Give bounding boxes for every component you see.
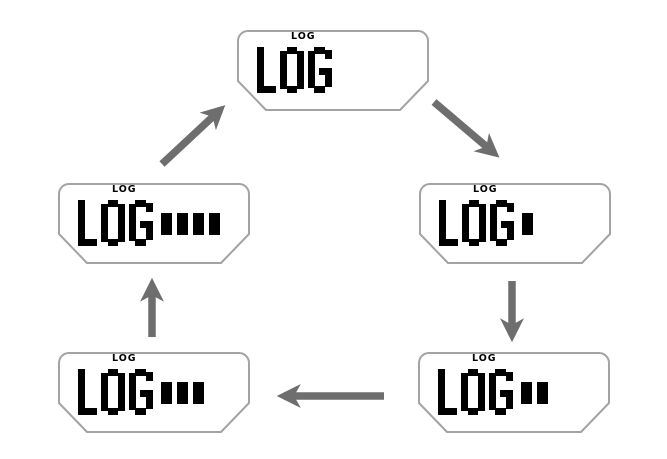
display-panel-outline — [419, 183, 611, 264]
log-indicator-label: LOG — [112, 352, 137, 365]
log-level-bar — [193, 382, 204, 404]
log-indicator-label: LOG — [291, 30, 316, 43]
display-panel-log-level-2: LOG — [418, 352, 610, 433]
log-display-text — [438, 369, 518, 415]
log-display-text — [439, 200, 519, 246]
log-level-bar — [209, 213, 220, 235]
log-level-bars — [521, 382, 548, 404]
log-display-text — [257, 47, 337, 93]
log-indicator-label: LOG — [473, 183, 498, 196]
log-indicator-label: LOG — [472, 352, 497, 365]
log-level-bar — [177, 382, 188, 404]
display-panel-log-level-0: LOG — [237, 30, 429, 111]
display-panel-outline — [58, 352, 250, 433]
log-level-bars — [522, 213, 533, 235]
log-level-bar — [522, 213, 533, 235]
log-display-text — [78, 200, 158, 246]
arrow-top-to-right-icon — [431, 99, 500, 158]
log-level-bar — [521, 382, 532, 404]
log-indicator-label: LOG — [112, 183, 137, 196]
display-panel-outline — [418, 352, 610, 433]
log-level-bar — [177, 213, 188, 235]
log-level-bars — [161, 382, 204, 404]
display-panel-log-level-3: LOG — [58, 352, 250, 433]
log-level-bar — [161, 213, 172, 235]
display-panel-log-level-1: LOG — [419, 183, 611, 264]
log-display-text — [78, 369, 158, 415]
arrow-left-to-top-icon — [159, 105, 226, 167]
display-panel-log-level-4: LOG — [58, 183, 250, 264]
display-panel-outline — [58, 183, 250, 264]
log-level-bar — [193, 213, 204, 235]
log-level-bar — [161, 382, 172, 404]
log-level-bar — [537, 382, 548, 404]
log-level-bars — [161, 213, 220, 235]
display-panel-outline — [237, 30, 429, 111]
